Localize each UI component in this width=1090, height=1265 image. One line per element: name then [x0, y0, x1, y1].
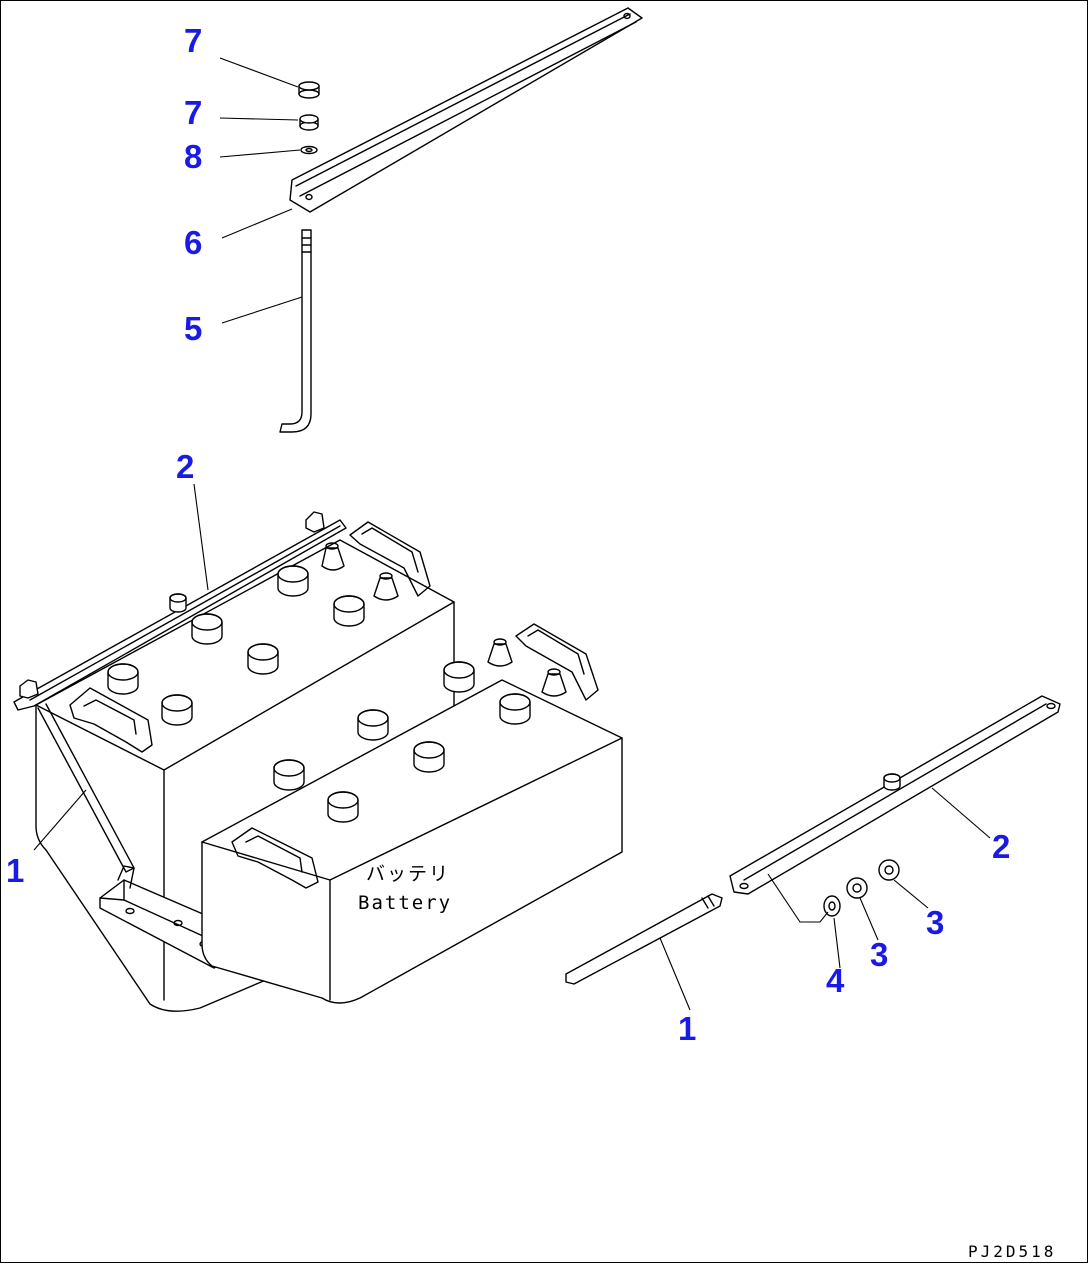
- cell-caps-front: [273, 661, 531, 823]
- callout-7-lower: 7: [184, 94, 202, 131]
- washer-part-8: [300, 145, 318, 155]
- battery-front: バッテリ Battery: [201, 623, 623, 1004]
- nut-part-3-a: [846, 877, 868, 899]
- nut-part-7-top: [298, 81, 320, 99]
- nut-part-3-b: [878, 859, 900, 881]
- callout-2-exploded: 2: [992, 828, 1010, 865]
- callout-4: 4: [826, 962, 845, 999]
- callout-7-top: 7: [184, 22, 202, 59]
- callout-3-outer: 3: [926, 904, 944, 941]
- nut-part-7-lower: [299, 114, 319, 131]
- hold-down-bar-part-2-exploded: [729, 695, 1061, 895]
- cell-caps-back: [107, 565, 365, 726]
- callout-1-installed: 1: [6, 852, 24, 889]
- bracket-part-6: [289, 7, 643, 213]
- hold-down-bar-part-2-installed: [13, 511, 347, 711]
- drawing-code: PJ2D518: [968, 1242, 1056, 1261]
- callout-6: 6: [184, 224, 202, 261]
- washer-part-4: [823, 895, 841, 917]
- callout-2-installed: 2: [176, 448, 194, 485]
- callout-5: 5: [184, 310, 202, 347]
- callout-8: 8: [184, 138, 202, 175]
- battery-label-jp: バッテリ: [366, 863, 450, 885]
- battery-label-en: Battery: [358, 892, 452, 914]
- callout-3-inner: 3: [870, 936, 888, 973]
- hook-bolt-part-1-exploded: [565, 893, 723, 985]
- callout-1-exploded: 1: [678, 1010, 696, 1047]
- j-bolt-part-5: [279, 229, 312, 433]
